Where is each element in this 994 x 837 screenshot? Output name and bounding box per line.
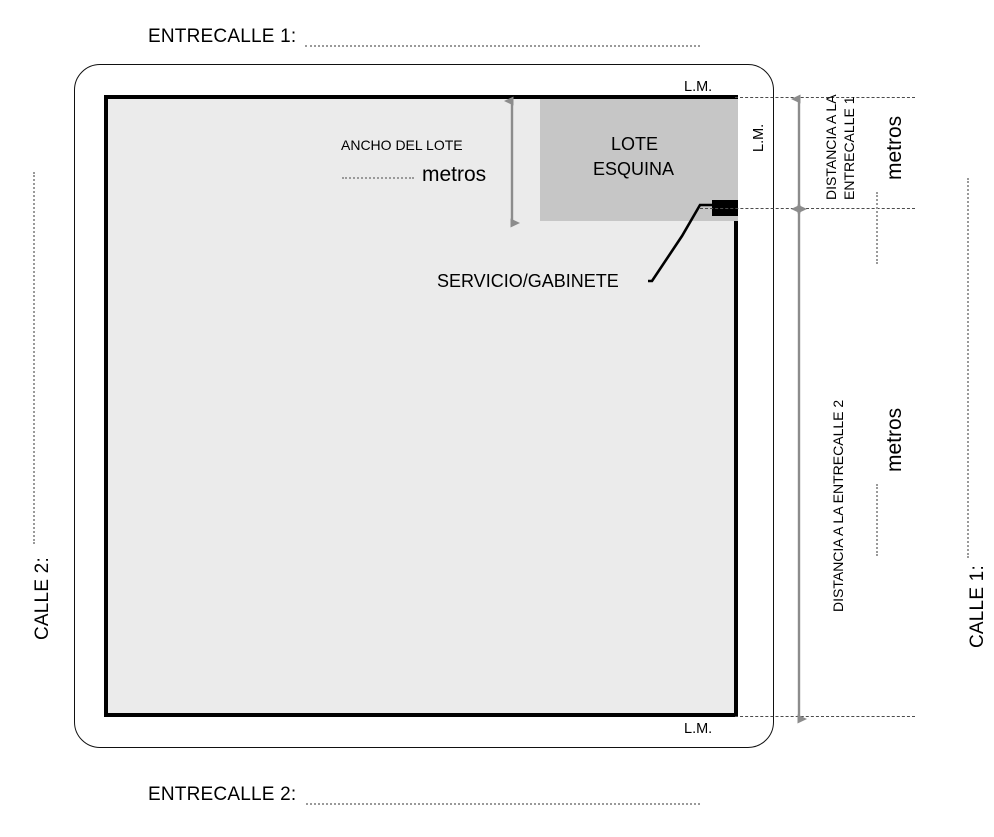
calle-2-label: CALLE 2: bbox=[32, 557, 53, 640]
entrecalle-2-fill-line[interactable] bbox=[306, 803, 700, 805]
distancia-entrecalle-1-fill-line[interactable] bbox=[876, 192, 878, 264]
distancia-entrecalle-2-label: DISTANCIA A LA ENTRECALLE 2 bbox=[830, 399, 846, 612]
entrecalle-1-fill-line[interactable] bbox=[305, 45, 700, 47]
ancho-del-lote-label: ANCHO DEL LOTE bbox=[341, 137, 463, 153]
lm-right-label: L.M. bbox=[751, 123, 767, 152]
lote-esquina-label-line1: LOTE bbox=[611, 134, 659, 154]
distancia-entrecalle-2-arrow bbox=[791, 204, 807, 724]
distancia-entrecalle-1-arrow bbox=[791, 94, 807, 214]
ancho-del-lote-units: metros bbox=[422, 163, 487, 186]
dash-extension-top bbox=[735, 97, 915, 98]
dash-extension-bottom bbox=[735, 716, 915, 717]
distancia-entrecalle-2-fill-line[interactable] bbox=[876, 484, 878, 556]
calle-2-fill-line[interactable] bbox=[33, 172, 35, 544]
dash-extension-mid bbox=[700, 208, 915, 209]
entrecalle-1-label: ENTRECALLE 1: bbox=[148, 26, 297, 47]
distancia-entrecalle-1-label-line1: DISTANCIA A LA bbox=[823, 94, 839, 200]
lm-bottom-label: L.M. bbox=[684, 721, 713, 737]
ancho-del-lote-fill-line[interactable] bbox=[342, 177, 414, 179]
lm-top-label: L.M. bbox=[684, 79, 713, 95]
distancia-entrecalle-1-label-line2: ENTRECALLE 1 bbox=[841, 96, 857, 200]
corner-lot-area bbox=[540, 99, 738, 221]
servicio-gabinete-leader-line bbox=[648, 203, 714, 283]
distancia-entrecalle-2-units: metros bbox=[883, 407, 906, 472]
calle-1-label: CALLE 1: bbox=[967, 565, 988, 648]
property-outer-boundary bbox=[74, 64, 774, 748]
entrecalle-2-label: ENTRECALLE 2: bbox=[148, 784, 297, 805]
calle-1-fill-line[interactable] bbox=[967, 178, 969, 558]
ancho-del-lote-arrow bbox=[504, 96, 520, 228]
lote-esquina-label-line2: ESQUINA bbox=[593, 159, 675, 179]
servicio-gabinete-label: SERVICIO/GABINETE bbox=[437, 271, 619, 291]
distancia-entrecalle-1-units: metros bbox=[883, 115, 906, 180]
